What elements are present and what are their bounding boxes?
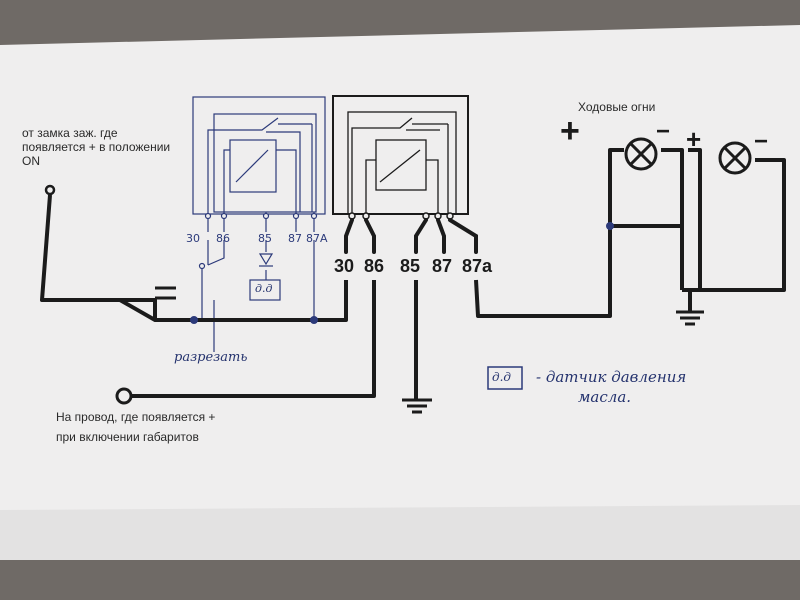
ground-icon bbox=[402, 398, 432, 414]
relay-coil-icon bbox=[375, 139, 427, 191]
lamp-icon bbox=[718, 141, 752, 175]
relay-pin-label: 86 bbox=[364, 256, 385, 276]
sketch-pin-label: 85 bbox=[258, 232, 272, 245]
relay-leads bbox=[344, 218, 478, 254]
relay-pin-label: 87a bbox=[462, 256, 493, 276]
sketch-pin-label: 87 bbox=[288, 232, 302, 245]
junction-dots bbox=[190, 222, 614, 324]
legend-sensor-box bbox=[487, 366, 523, 390]
paper-sheet bbox=[0, 25, 800, 560]
parking-lights-note-line1: На провод, где появляется + bbox=[56, 410, 216, 424]
relay-pin-label: 85 bbox=[400, 256, 421, 276]
legend-text-line1: - датчик давления bbox=[536, 368, 687, 386]
paper-shadow bbox=[0, 505, 800, 560]
cut-note: разрезать bbox=[174, 350, 248, 365]
ignition-source-note: от замка заж. где появляется + в положен… bbox=[22, 126, 171, 168]
plus-marker: + bbox=[560, 112, 580, 150]
terminal-ring-icon bbox=[44, 184, 56, 196]
diode-icon bbox=[258, 253, 274, 267]
plus-marker: + bbox=[686, 124, 702, 154]
relay-pin-label: 30 bbox=[334, 256, 355, 276]
sketch-pin-label: 87A bbox=[306, 232, 328, 245]
switch-symbol bbox=[155, 286, 176, 300]
legend-sensor-label: д.д bbox=[492, 370, 512, 384]
legend-text-line2: масла. bbox=[578, 388, 632, 406]
minus-marker: − bbox=[754, 128, 769, 155]
terminal-ring-icon bbox=[115, 387, 133, 405]
parking-lights-note-line2: при включении габаритов bbox=[56, 430, 199, 444]
sketch-pin-label: 86 bbox=[216, 232, 230, 245]
relay-body bbox=[332, 95, 469, 215]
relay-pin-label: 87 bbox=[432, 256, 453, 276]
relay-coil-icon bbox=[229, 139, 277, 193]
sensor-label: д.д bbox=[255, 282, 273, 295]
lamp-icon bbox=[624, 137, 658, 171]
sketch-pin-dots bbox=[198, 212, 318, 270]
running-lights-title: Ходовые огни bbox=[578, 100, 656, 114]
sensor-box bbox=[249, 279, 281, 301]
wiring bbox=[40, 148, 786, 400]
minus-marker: − bbox=[656, 118, 671, 145]
sketch-pin-label: 30 bbox=[186, 232, 200, 245]
